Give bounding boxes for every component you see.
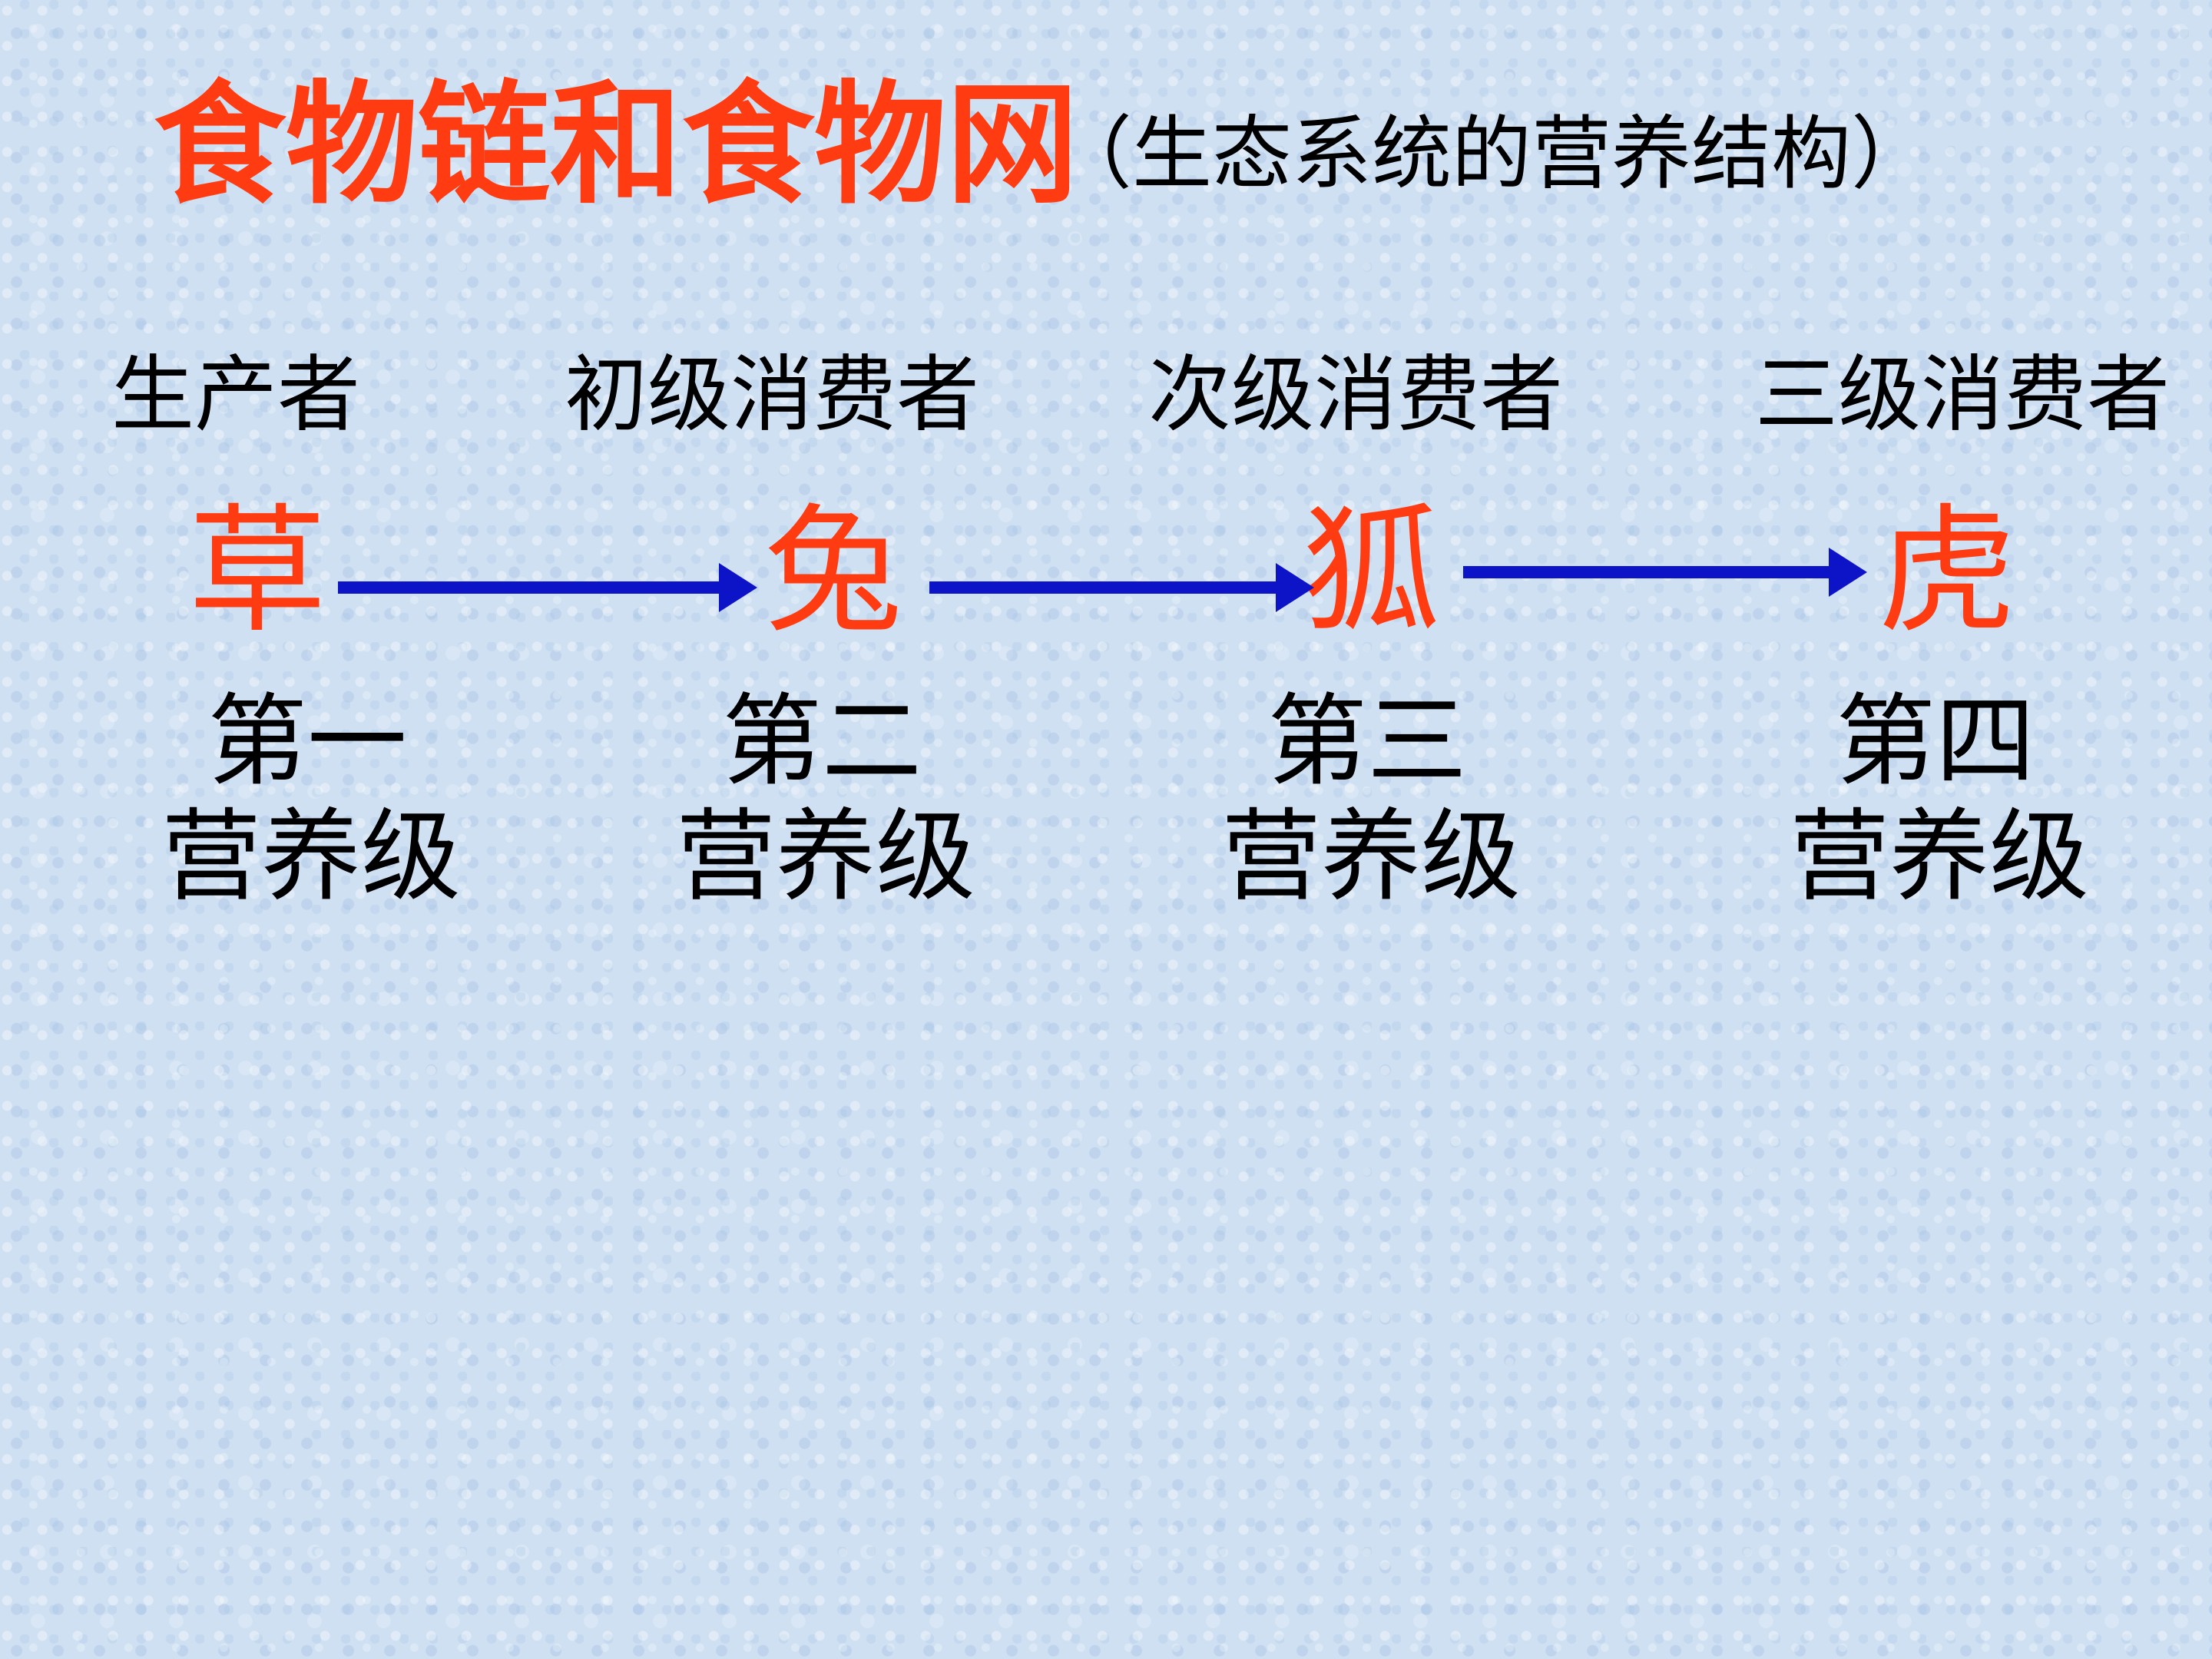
arrow-rabbit-to-fox (929, 563, 1314, 612)
trophic-level-3-label: 营养级 (1221, 798, 1522, 915)
trophic-level-4-label: 营养级 (1790, 798, 2090, 915)
role-secondary-consumer: 次级消费者 (1148, 347, 1564, 443)
arrow-grass-to-rabbit (338, 563, 757, 612)
trophic-level-2: 第二 营养级 (676, 683, 976, 915)
trophic-level-4-ordinal: 第四 (1835, 683, 2035, 800)
trophic-level-3-ordinal: 第三 (1267, 683, 1467, 800)
trophic-level-2-label: 营养级 (676, 798, 976, 915)
slide-title: 食物链和食物网 (154, 66, 1078, 222)
role-tertiary-consumer: 三级消费者 (1755, 347, 2171, 443)
trophic-level-1: 第一 营养级 (161, 683, 462, 915)
trophic-level-3: 第三 营养级 (1221, 683, 1522, 915)
role-primary-consumer: 初级消费者 (565, 347, 980, 443)
organism-tiger: 虎 (1878, 492, 2017, 652)
slide-subtitle: （生态系统的营养结构） (1052, 107, 1932, 200)
arrow-fox-to-tiger (1463, 548, 1867, 597)
trophic-level-2-ordinal: 第二 (721, 683, 922, 800)
organism-fox: 狐 (1302, 492, 1441, 652)
organism-grass: 草 (188, 492, 327, 652)
trophic-level-1-label: 营养级 (161, 798, 462, 915)
organism-rabbit: 兔 (764, 492, 903, 652)
role-producer: 生产者 (111, 347, 361, 443)
trophic-level-4: 第四 营养级 (1790, 683, 2090, 915)
trophic-level-1-ordinal: 第一 (207, 683, 407, 800)
